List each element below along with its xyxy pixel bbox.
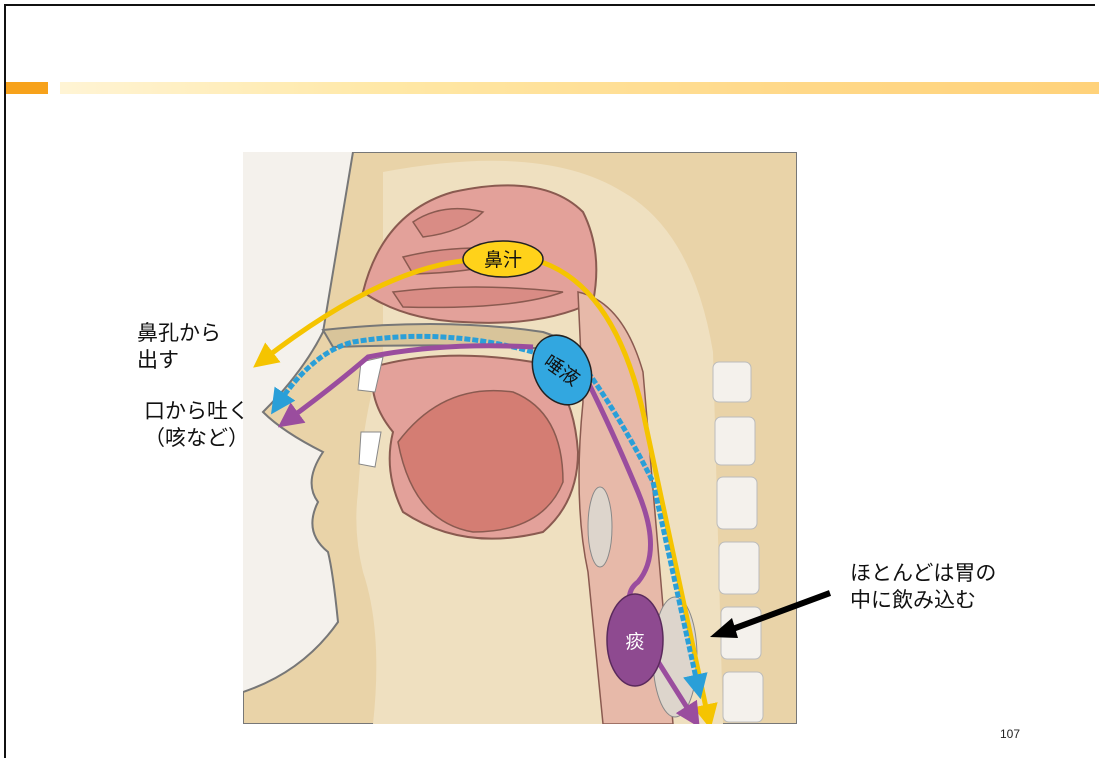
swallowed-label: ほとんどは胃の 中に飲み込む xyxy=(850,560,996,615)
epiglottis xyxy=(588,487,612,567)
pointer-arrow xyxy=(700,590,840,650)
title-bar-accent xyxy=(6,82,48,94)
nostril-exit-label: 鼻孔から 出す xyxy=(137,320,221,375)
title-bar xyxy=(6,82,1099,94)
page-number: 107 xyxy=(1000,727,1020,741)
vertebra-4 xyxy=(719,542,759,594)
vertebra-3 xyxy=(717,477,757,529)
title-bar-gap xyxy=(48,82,60,94)
vertebra-6 xyxy=(723,672,763,722)
phlegm-label: 痰 xyxy=(625,631,644,653)
vertebra-1 xyxy=(713,362,751,402)
vertebra-2 xyxy=(715,417,755,465)
nasal-mucus-label: 鼻汁 xyxy=(484,249,522,271)
mouth-exit-label: 口から吐く （咳など） xyxy=(144,398,249,453)
